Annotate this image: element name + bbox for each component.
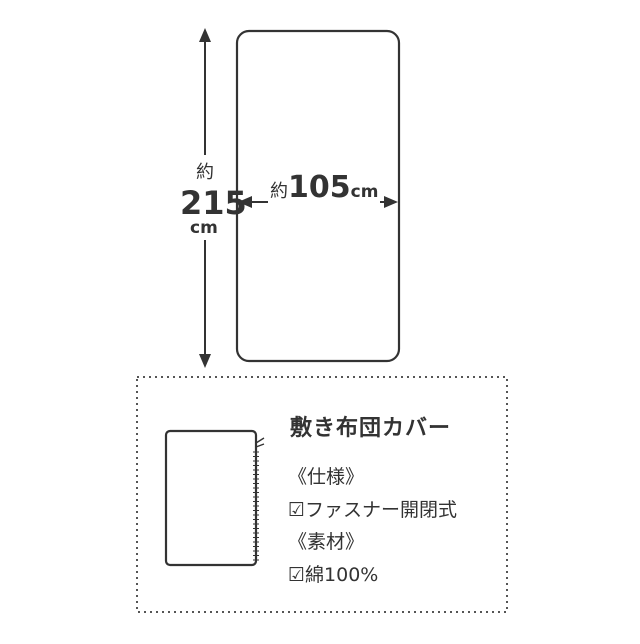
arrow-left-icon — [238, 196, 252, 208]
height-value: 215 — [180, 184, 247, 222]
height-prefix: 約 — [196, 162, 214, 183]
width-prefix: 約 — [270, 181, 288, 202]
arrow-right-icon — [384, 196, 398, 208]
width-label: 約105cm — [268, 170, 381, 205]
futon-outline — [235, 29, 401, 363]
info-box-border — [136, 376, 508, 613]
height-dimension-arrow — [199, 28, 211, 368]
spec-heading: 《仕様》 — [288, 466, 365, 488]
cover-illustration — [164, 429, 265, 567]
zipper-pull-tab — [255, 437, 265, 448]
material-heading: 《素材》 — [288, 531, 365, 553]
material-value: ☑綿100% — [288, 564, 379, 586]
spec-value: ☑ファスナー開閉式 — [288, 499, 458, 521]
cover-outline — [164, 429, 258, 567]
arrow-up-icon — [199, 28, 211, 42]
width-value: 105 — [288, 170, 351, 205]
arrow-down-icon — [199, 354, 211, 368]
width-unit: cm — [350, 182, 379, 202]
zipper-icon — [253, 437, 265, 561]
height-unit: cm — [190, 218, 218, 238]
product-title: 敷き布団カバー — [290, 416, 452, 441]
